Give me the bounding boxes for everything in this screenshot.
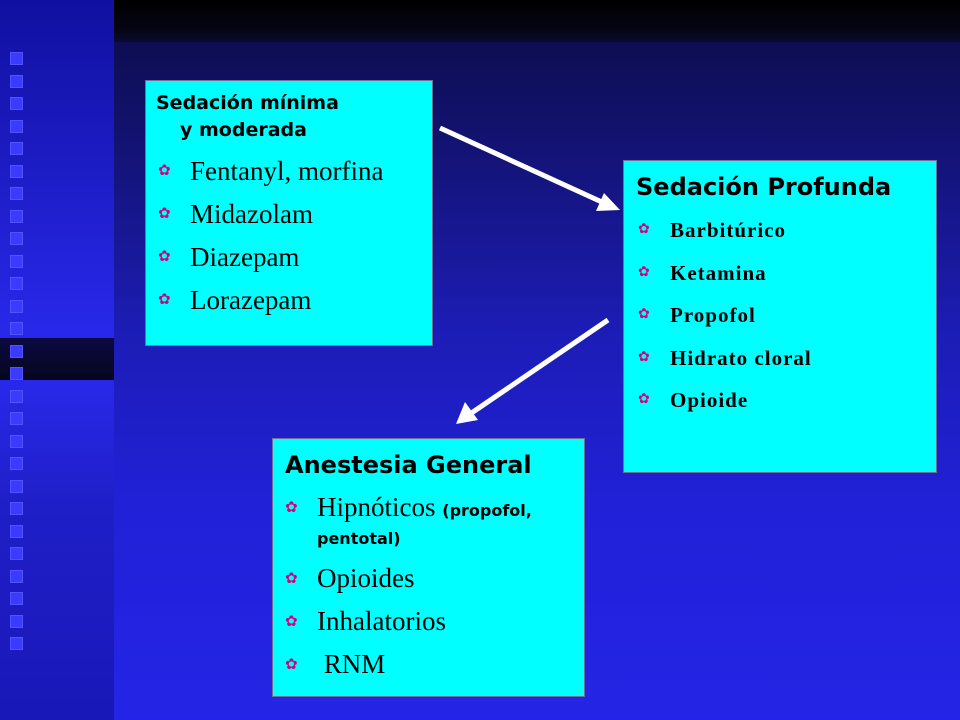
flower-bullet-icon: ✿ xyxy=(638,263,651,280)
list-item: ✿Ketamina xyxy=(638,260,767,285)
box-profunda-title: Sedación Profunda xyxy=(636,173,892,201)
decorative-square xyxy=(10,187,23,200)
decorative-square xyxy=(10,502,23,515)
decorative-square xyxy=(10,254,23,268)
decorative-square xyxy=(10,119,23,133)
box-general-list: ✿ Hipnóticos (propofol, pentotal) ✿Opioi… xyxy=(285,491,532,691)
decorative-square xyxy=(10,569,23,583)
box-general-title: Anestesia General xyxy=(285,451,532,479)
list-item: ✿Barbitúrico xyxy=(638,218,786,242)
flower-bullet-icon: ✿ xyxy=(638,306,651,322)
box-minima-title-line1: Sedación mínima xyxy=(156,92,339,114)
flower-bullet-icon: ✿ xyxy=(638,221,651,237)
decorative-square xyxy=(10,97,23,110)
flower-bullet-icon: ✿ xyxy=(158,204,171,222)
flower-bullet-icon: ✿ xyxy=(158,290,171,308)
flower-bullet-icon: ✿ xyxy=(158,161,171,179)
decorative-square xyxy=(10,322,23,335)
decorative-square xyxy=(10,412,23,425)
decorative-square xyxy=(10,74,23,88)
decorative-square xyxy=(10,232,23,245)
list-item: ✿Inhalatorios xyxy=(285,606,446,636)
decorative-square xyxy=(10,299,23,313)
decorative-square xyxy=(10,457,23,470)
box-sedacion-profunda: Sedación Profunda ✿Barbitúrico ✿Ketamina… xyxy=(623,160,937,473)
top-band xyxy=(114,0,960,42)
decorative-square xyxy=(10,367,23,380)
list-item: ✿ RNM xyxy=(285,649,386,679)
flower-bullet-icon: ✿ xyxy=(285,655,298,673)
decorative-square xyxy=(10,389,23,403)
flower-bullet-icon: ✿ xyxy=(285,498,298,516)
list-item: ✿Diazepam xyxy=(158,242,300,272)
list-item: ✿Opioides xyxy=(285,563,415,593)
list-item: ✿Opioide xyxy=(638,388,749,412)
decorative-square xyxy=(10,524,23,538)
box-anestesia-general: Anestesia General ✿ Hipnóticos (propofol… xyxy=(272,438,585,697)
list-item: ✿ Hipnóticos (propofol, pentotal) xyxy=(285,492,532,548)
box-profunda-list: ✿Barbitúrico ✿Ketamina ✿Propofol ✿Hidrat… xyxy=(638,215,812,428)
decorative-square xyxy=(10,547,23,560)
decorative-square xyxy=(10,209,23,223)
arrow-profunda-to-general-icon xyxy=(456,317,610,424)
decorative-squares xyxy=(4,52,30,660)
decorative-square xyxy=(10,142,23,155)
box-minima-title-line2: y moderada xyxy=(180,119,307,141)
decorative-square xyxy=(10,614,23,628)
box-minima-title: Sedación mínima y moderada xyxy=(156,90,339,144)
list-item: ✿Fentanyl, morfina xyxy=(158,156,384,186)
decorative-square xyxy=(10,637,23,650)
decorative-square xyxy=(10,434,23,448)
flower-bullet-icon: ✿ xyxy=(158,247,171,265)
box-sedacion-minima: Sedación mínima y moderada ✿Fentanyl, mo… xyxy=(145,80,433,346)
decorative-square xyxy=(10,479,23,493)
decorative-square xyxy=(10,52,23,65)
arrow-minima-to-profunda-icon xyxy=(438,125,620,211)
list-item: ✿Lorazepam xyxy=(158,285,312,315)
decorative-square xyxy=(10,592,23,605)
flower-bullet-icon: ✿ xyxy=(285,569,298,587)
flower-bullet-icon: ✿ xyxy=(638,348,651,365)
flower-bullet-icon: ✿ xyxy=(638,391,651,407)
list-item: ✿Hidrato cloral xyxy=(638,345,812,370)
list-item: ✿Propofol xyxy=(638,303,756,327)
decorative-square xyxy=(10,277,23,290)
decorative-square xyxy=(10,344,23,358)
decorative-square xyxy=(10,164,23,178)
list-item: ✿Midazolam xyxy=(158,199,313,229)
flower-bullet-icon: ✿ xyxy=(285,612,298,630)
box-minima-list: ✿Fentanyl, morfina ✿Midazolam ✿Diazepam … xyxy=(158,155,383,327)
